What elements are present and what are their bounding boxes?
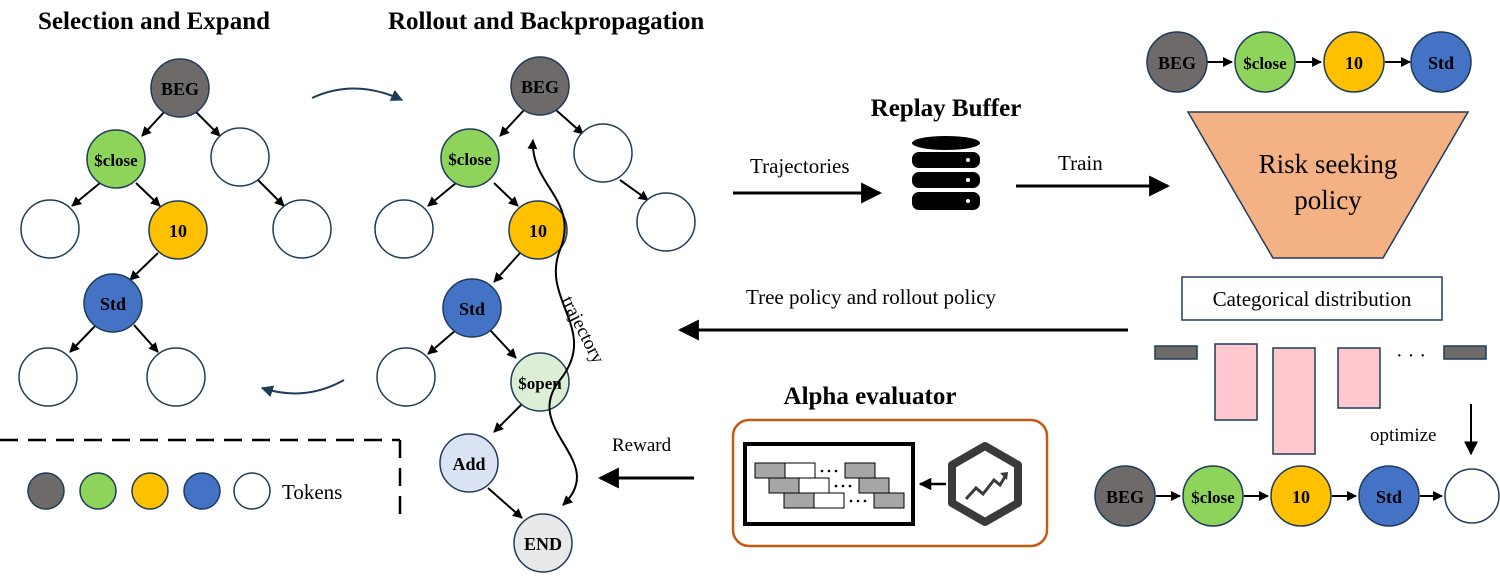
node-label: BEG [521, 77, 559, 97]
token-legend [27, 472, 271, 510]
dist-bar [1443, 345, 1487, 360]
node-label: $close [448, 150, 492, 169]
node-ten [148, 200, 208, 260]
node-std [83, 273, 143, 333]
legend-close [79, 472, 117, 510]
risk-policy-block [1186, 111, 1470, 259]
seq-ten [1323, 31, 1385, 93]
rollout-tree [427, 109, 649, 519]
table-icon [743, 442, 915, 526]
node-label: $open [518, 374, 562, 393]
dist-bar [1337, 347, 1381, 409]
node-label: END [524, 534, 562, 554]
reward-label: Reward [612, 435, 672, 456]
node-label: BEG [1106, 487, 1144, 507]
seq-close [1234, 31, 1296, 93]
node-std [442, 278, 502, 338]
legend-ten [131, 472, 169, 510]
node-empty [210, 127, 270, 187]
node-empty [376, 347, 436, 407]
node-empty [374, 199, 434, 259]
node-label: Add [452, 454, 485, 474]
node-label: $close [94, 151, 138, 170]
node-empty [146, 347, 206, 407]
trajectory-label: trajectory [557, 293, 609, 368]
dist-ellipsis: · · · [1396, 345, 1426, 367]
seq-beg [1094, 465, 1156, 527]
optimize-label: optimize [1370, 425, 1436, 446]
seq-close [1182, 465, 1244, 527]
database-icon [912, 136, 980, 210]
risk-policy-label-line2: policy [1294, 185, 1362, 215]
distribution-bars [1154, 343, 1487, 455]
node-close [440, 128, 500, 188]
categorical-box [1181, 276, 1443, 321]
legend-empty [233, 472, 271, 510]
bottom-sequence: BEG $close 10 Std [1094, 465, 1500, 527]
train-label: Train [1058, 151, 1103, 175]
selection-tree-nodes [18, 58, 332, 407]
node-label: 10 [169, 221, 187, 241]
rollout-title: Rollout and Backpropagation [388, 8, 704, 35]
seq-beg [1146, 31, 1208, 93]
alpha-evaluator-title: Alpha evaluator [784, 383, 957, 410]
node-label: 10 [1292, 487, 1310, 507]
dist-bar [1214, 343, 1258, 421]
node-label: BEG [161, 79, 199, 99]
curve-arrow-left [260, 379, 345, 398]
top-sequence: BEG $close 10 Std [1146, 31, 1472, 93]
node-beg [510, 56, 570, 116]
node-beg [150, 58, 210, 118]
legend-beg [27, 472, 65, 510]
seq-std [1358, 465, 1420, 527]
curve-arrow-right [311, 87, 404, 101]
node-close [86, 129, 146, 189]
selection-tree [69, 109, 285, 353]
node-label: $close [1191, 488, 1235, 507]
node-empty [636, 192, 696, 252]
node-label: BEG [1158, 53, 1196, 73]
node-empty [20, 199, 80, 259]
rollout-tree-nodes [374, 56, 696, 573]
seq-ten [1270, 465, 1332, 527]
trajectories-label: Trajectories [750, 154, 850, 178]
categorical-label: Categorical distribution [1213, 287, 1412, 311]
seq-empty [1444, 468, 1500, 524]
node-label: 10 [1345, 53, 1363, 73]
selection-title: Selection and Expand [38, 8, 270, 35]
node-empty [18, 347, 78, 407]
tokens-legend-label: Tokens [282, 480, 342, 504]
legend-std [183, 472, 221, 510]
node-end [513, 513, 573, 573]
node-label: Std [100, 294, 126, 314]
node-label: Std [1428, 53, 1454, 73]
node-label: $close [1243, 54, 1287, 73]
node-empty [573, 123, 633, 183]
risk-policy-label-line1: Risk seeking [1259, 149, 1398, 179]
node-empty [272, 199, 332, 259]
trajectory-arrow [527, 139, 578, 506]
seq-std [1410, 31, 1472, 93]
node-label: Std [1376, 487, 1402, 507]
dist-bar [1154, 345, 1198, 360]
node-label: 10 [529, 221, 547, 241]
dist-bar [1272, 347, 1316, 455]
node-label: Std [459, 299, 485, 319]
tree-policy-label: Tree policy and rollout policy [746, 285, 997, 309]
node-add [439, 433, 499, 493]
replay-buffer-title: Replay Buffer [871, 95, 1022, 122]
trend-chart-icon [948, 442, 1022, 526]
